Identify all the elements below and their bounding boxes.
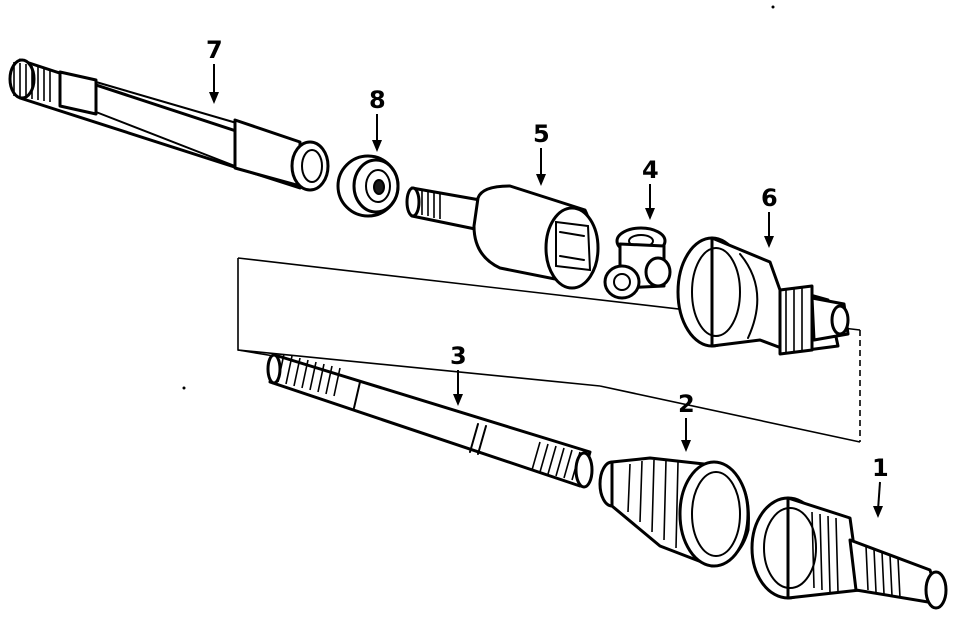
callout-2: 2 bbox=[678, 390, 695, 452]
arrow-head-icon bbox=[681, 440, 691, 452]
part-6-inner-boot[interactable] bbox=[676, 236, 850, 356]
arrow-head-icon bbox=[209, 92, 219, 104]
part-1-outer-cv-joint[interactable] bbox=[750, 496, 948, 610]
part-8-bearing[interactable] bbox=[336, 154, 400, 218]
callout-label-6: 6 bbox=[761, 184, 778, 212]
arrow-head-icon bbox=[764, 236, 774, 248]
callout-1: 1 bbox=[872, 454, 889, 518]
callout-3: 3 bbox=[450, 342, 467, 406]
callout-4: 4 bbox=[642, 156, 659, 220]
callout-label-1: 1 bbox=[872, 454, 889, 482]
part-4-tripod-spider[interactable] bbox=[603, 226, 672, 300]
speck bbox=[182, 386, 186, 390]
arrow-head-icon bbox=[453, 394, 463, 406]
callout-8: 8 bbox=[369, 86, 386, 152]
callout-label-7: 7 bbox=[206, 36, 223, 64]
callout-7: 7 bbox=[206, 36, 223, 104]
part-3-axle-shaft[interactable] bbox=[266, 353, 594, 489]
callout-label-4: 4 bbox=[642, 156, 659, 184]
part-5-inner-cv-housing[interactable] bbox=[405, 184, 600, 290]
callout-label-2: 2 bbox=[678, 390, 695, 418]
arrow-head-icon bbox=[536, 174, 546, 186]
arrow-head-icon bbox=[372, 140, 382, 152]
callout-5: 5 bbox=[533, 120, 550, 186]
callout-6: 6 bbox=[761, 184, 778, 248]
callout-label-5: 5 bbox=[533, 120, 550, 148]
arrow-head-icon bbox=[645, 208, 655, 220]
arrow-head-icon bbox=[873, 506, 883, 518]
part-7-intermediate-shaft[interactable] bbox=[8, 58, 330, 192]
speck bbox=[771, 5, 775, 9]
callout-label-8: 8 bbox=[369, 86, 386, 114]
part-2-outer-boot[interactable] bbox=[598, 456, 750, 568]
callout-label-3: 3 bbox=[450, 342, 467, 370]
